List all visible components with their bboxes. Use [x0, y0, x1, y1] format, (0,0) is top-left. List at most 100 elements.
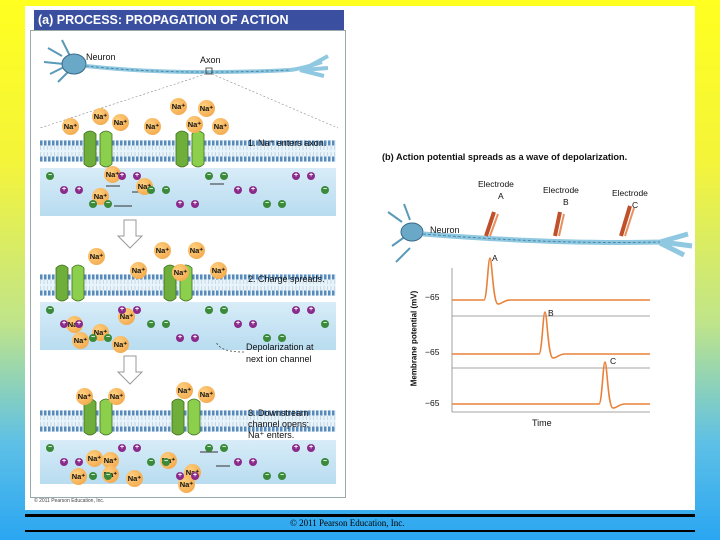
electrode-label-a: Electrode [478, 179, 514, 189]
sodium-ion: Na⁺ [198, 100, 215, 117]
negative-charge: − [263, 200, 271, 208]
electrodes [486, 206, 634, 236]
baseline-tick-a: −65 [425, 292, 439, 302]
neuron-label: Neuron [86, 52, 116, 62]
sodium-ion: Na⁺ [108, 388, 125, 405]
footer-rule-top [25, 514, 695, 517]
positive-charge: + [307, 172, 315, 180]
negative-charge: − [321, 186, 329, 194]
electrode-letter-c: C [632, 200, 638, 210]
negative-charge: − [147, 320, 155, 328]
sodium-ion: Na⁺ [172, 264, 189, 281]
negative-charge: − [162, 458, 170, 466]
negative-charge: − [220, 444, 228, 452]
sodium-ion: Na⁺ [144, 118, 161, 135]
negative-charge: − [147, 458, 155, 466]
sodium-ion: Na⁺ [88, 248, 105, 265]
negative-charge: − [147, 186, 155, 194]
sodium-ion: Na⁺ [198, 386, 215, 403]
electrode-letter-a: A [498, 191, 504, 201]
positive-charge: + [249, 458, 257, 466]
stage-arrow-1 [118, 220, 142, 248]
negative-charge: − [278, 472, 286, 480]
axon-label: Axon [200, 55, 221, 65]
negative-charge: − [46, 172, 54, 180]
trace-label-a: A [492, 253, 498, 263]
voltage-traces [452, 258, 650, 408]
negative-charge: − [89, 200, 97, 208]
positive-charge: + [176, 334, 184, 342]
negative-charge: − [89, 472, 97, 480]
positive-charge: + [249, 320, 257, 328]
baseline-tick-b: −65 [425, 347, 439, 357]
footer-copyright: © 2011 Pearson Education, Inc. [290, 518, 404, 528]
positive-charge: + [75, 320, 83, 328]
negative-charge: − [46, 444, 54, 452]
baseline-tick-c: −65 [425, 398, 439, 408]
sodium-ion: Na⁺ [188, 242, 205, 259]
electrode-letter-b: B [563, 197, 569, 207]
step-2-label: 2. Charge spreads. [248, 274, 325, 284]
depolarization-label-line2: next ion channel [246, 354, 312, 364]
positive-charge: + [191, 200, 199, 208]
trace-label-c: C [610, 356, 616, 366]
positive-charge: + [75, 186, 83, 194]
positive-charge: + [234, 320, 242, 328]
negative-charge: − [89, 334, 97, 342]
negative-charge: − [220, 172, 228, 180]
positive-charge: + [234, 186, 242, 194]
panel-b-neuron-label: Neuron [430, 225, 460, 235]
panel-a-neuron [40, 40, 338, 128]
y-axis-label: Membrane potential (mV) [409, 291, 418, 387]
positive-charge: + [191, 472, 199, 480]
positive-charge: + [292, 306, 300, 314]
negative-charge: − [162, 186, 170, 194]
positive-charge: + [60, 320, 68, 328]
action-potential-trace-a [452, 258, 650, 304]
stage-arrow-2 [118, 356, 142, 384]
positive-charge: + [118, 172, 126, 180]
footer-rule-bottom [25, 530, 695, 532]
negative-charge: − [104, 200, 112, 208]
positive-charge: + [234, 458, 242, 466]
sodium-ion: Na⁺ [72, 332, 89, 349]
sodium-ion: Na⁺ [86, 450, 103, 467]
negative-charge: − [205, 172, 213, 180]
positive-charge: + [133, 172, 141, 180]
positive-charge: + [118, 306, 126, 314]
sodium-ion: Na⁺ [170, 98, 187, 115]
positive-charge: + [292, 444, 300, 452]
sodium-ion: Na⁺ [62, 118, 79, 135]
step-1-label: 1. Na⁺ enters axon. [248, 138, 326, 149]
sodium-ion: Na⁺ [92, 108, 109, 125]
sodium-ion: Na⁺ [112, 114, 129, 131]
step-3-label-line1: 3. Downstream [248, 408, 309, 418]
negative-charge: − [104, 472, 112, 480]
sodium-ion: Na⁺ [126, 470, 143, 487]
positive-charge: + [60, 186, 68, 194]
sodium-ion: Na⁺ [186, 116, 203, 133]
negative-charge: − [321, 458, 329, 466]
sodium-ion: Na⁺ [212, 118, 229, 135]
positive-charge: + [191, 334, 199, 342]
positive-charge: + [60, 458, 68, 466]
negative-charge: − [205, 444, 213, 452]
panel-a-copyright: © 2011 Pearson Education, Inc. [34, 498, 104, 504]
positive-charge: + [118, 444, 126, 452]
negative-charge: − [162, 320, 170, 328]
trace-label-b: B [548, 308, 554, 318]
sodium-ion: Na⁺ [176, 382, 193, 399]
electrode-label-c: Electrode [612, 188, 648, 198]
panel-b-title: (b) Action potential spreads as a wave o… [382, 152, 627, 162]
positive-charge: + [292, 172, 300, 180]
negative-charge: − [278, 200, 286, 208]
negative-charge: − [263, 334, 271, 342]
step-3-label-line3: Na⁺ enters. [248, 430, 294, 441]
positive-charge: + [176, 472, 184, 480]
negative-charge: − [205, 306, 213, 314]
negative-charge: − [321, 320, 329, 328]
positive-charge: + [176, 200, 184, 208]
sodium-ion: Na⁺ [154, 242, 171, 259]
negative-charge: − [278, 334, 286, 342]
electrode-label-b: Electrode [543, 185, 579, 195]
